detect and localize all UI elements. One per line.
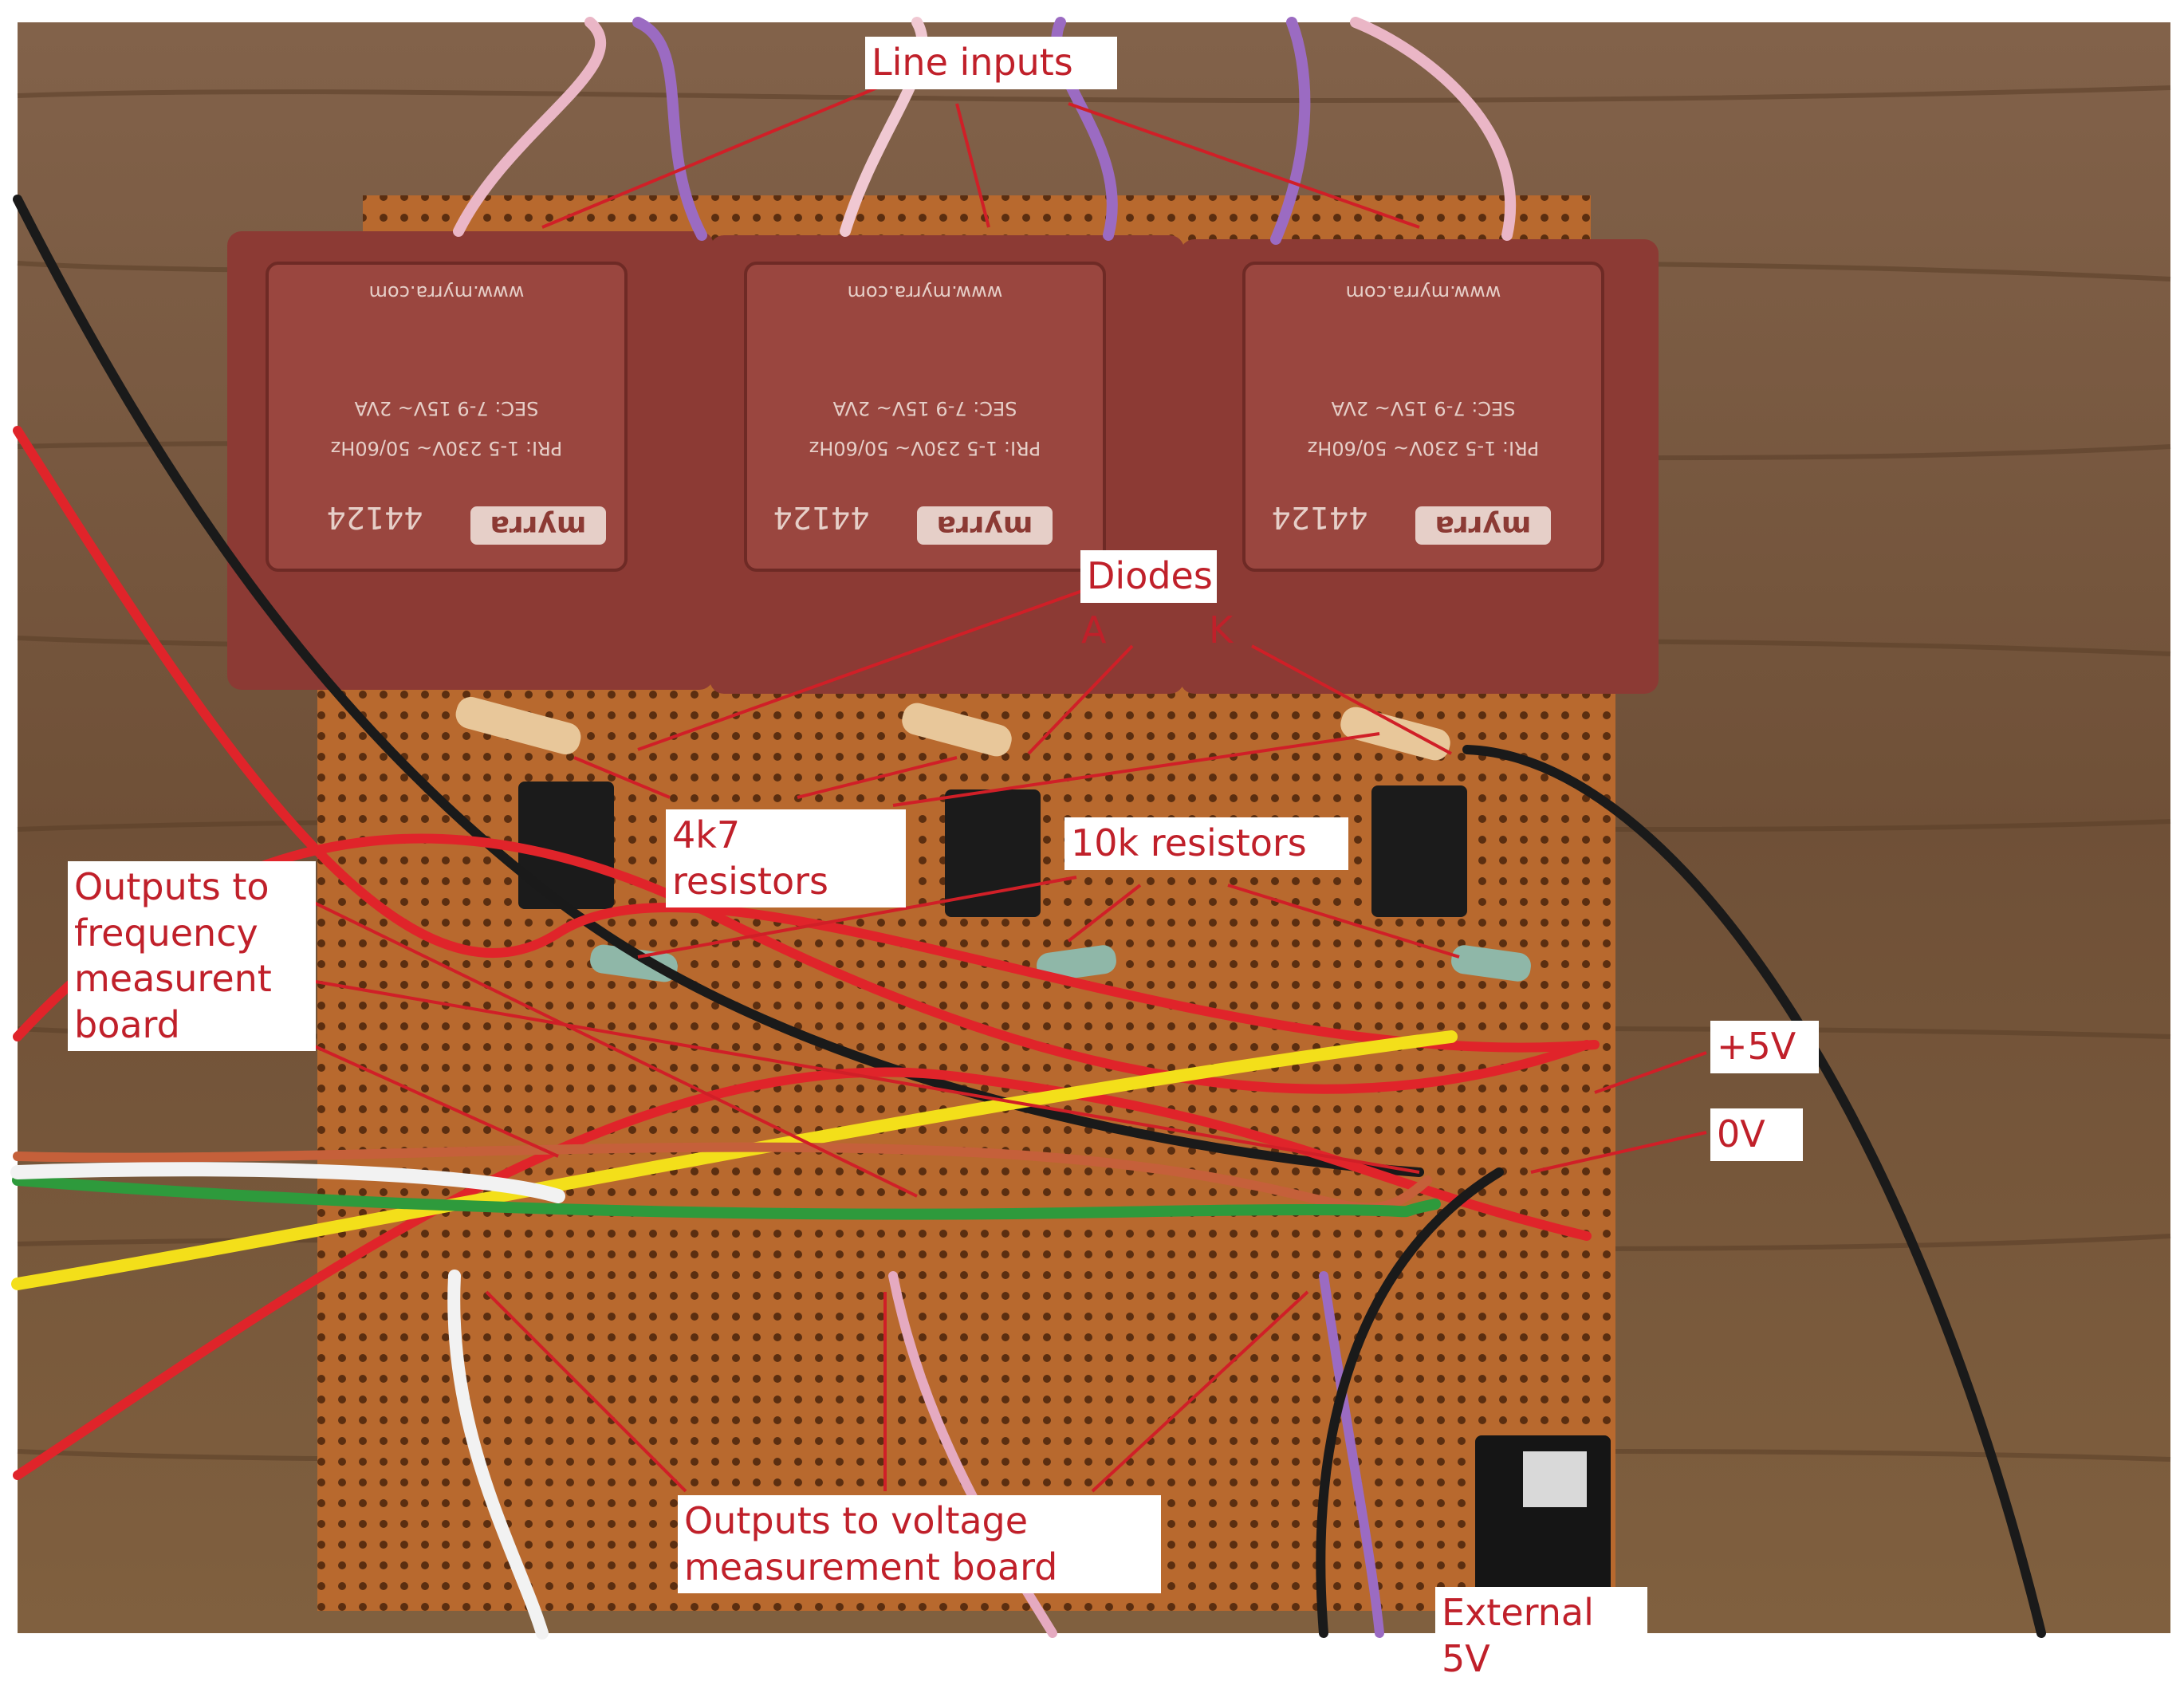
optocoupler-1	[518, 781, 614, 909]
svg-text:SEC: 7-9 15V~ 2VA: SEC: 7-9 15V~ 2VA	[1331, 397, 1516, 419]
transformer-3: myrra 44124 PRI: 1-5 230V~ 50/60Hz SEC: …	[1180, 239, 1659, 694]
svg-text:myrra: myrra	[1435, 510, 1532, 542]
label-outputs-voltage: Outputs to voltage measurement board	[678, 1495, 1161, 1593]
transformer-2: myrra 44124 PRI: 1-5 230V~ 50/60Hz SEC: …	[710, 235, 1184, 694]
svg-text:www.myrra.com: www.myrra.com	[369, 281, 525, 304]
svg-text:myrra: myrra	[937, 510, 1033, 542]
label-line-inputs: Line inputs	[865, 37, 1117, 89]
optocoupler-3	[1371, 785, 1467, 917]
svg-text:44124: 44124	[773, 500, 870, 535]
label-anode: A	[1081, 608, 1107, 652]
label-outputs-frequency: Outputs to frequency measurent board	[68, 861, 316, 1051]
components	[455, 697, 1611, 1595]
svg-text:44124: 44124	[1272, 500, 1368, 535]
svg-text:SEC: 7-9 15V~ 2VA: SEC: 7-9 15V~ 2VA	[354, 397, 539, 419]
svg-text:PRI: 1-5 230V~ 50/60Hz: PRI: 1-5 230V~ 50/60Hz	[331, 437, 563, 459]
label-cathode: K	[1209, 608, 1234, 652]
label-diodes: Diodes	[1080, 550, 1217, 603]
label-4k7-resistors: 4k7 resistors	[666, 809, 906, 907]
svg-text:www.myrra.com: www.myrra.com	[1346, 281, 1501, 304]
label-10k-resistors: 10k resistors	[1064, 817, 1348, 870]
wire-bundle	[10, 195, 2046, 1640]
annotation-pointers	[310, 86, 1707, 1493]
svg-text:SEC: 7-9 15V~ 2VA: SEC: 7-9 15V~ 2VA	[832, 397, 1017, 419]
transformer-1: myrra 44124 PRI: 1-5 230V~ 50/60Hz SEC: …	[227, 231, 714, 690]
svg-text:44124: 44124	[327, 500, 423, 535]
label-external-5v: External 5V	[1435, 1587, 1647, 1685]
label-plus-5v: +5V	[1710, 1021, 1819, 1073]
label-0v: 0V	[1710, 1108, 1803, 1161]
svg-text:PRI: 1-5 230V~ 50/60Hz: PRI: 1-5 230V~ 50/60Hz	[809, 437, 1041, 459]
svg-text:PRI: 1-5 230V~ 50/60Hz: PRI: 1-5 230V~ 50/60Hz	[1308, 437, 1540, 459]
optocoupler-2	[945, 789, 1041, 917]
svg-text:www.myrra.com: www.myrra.com	[848, 281, 1003, 304]
svg-text:myrra: myrra	[490, 510, 587, 542]
